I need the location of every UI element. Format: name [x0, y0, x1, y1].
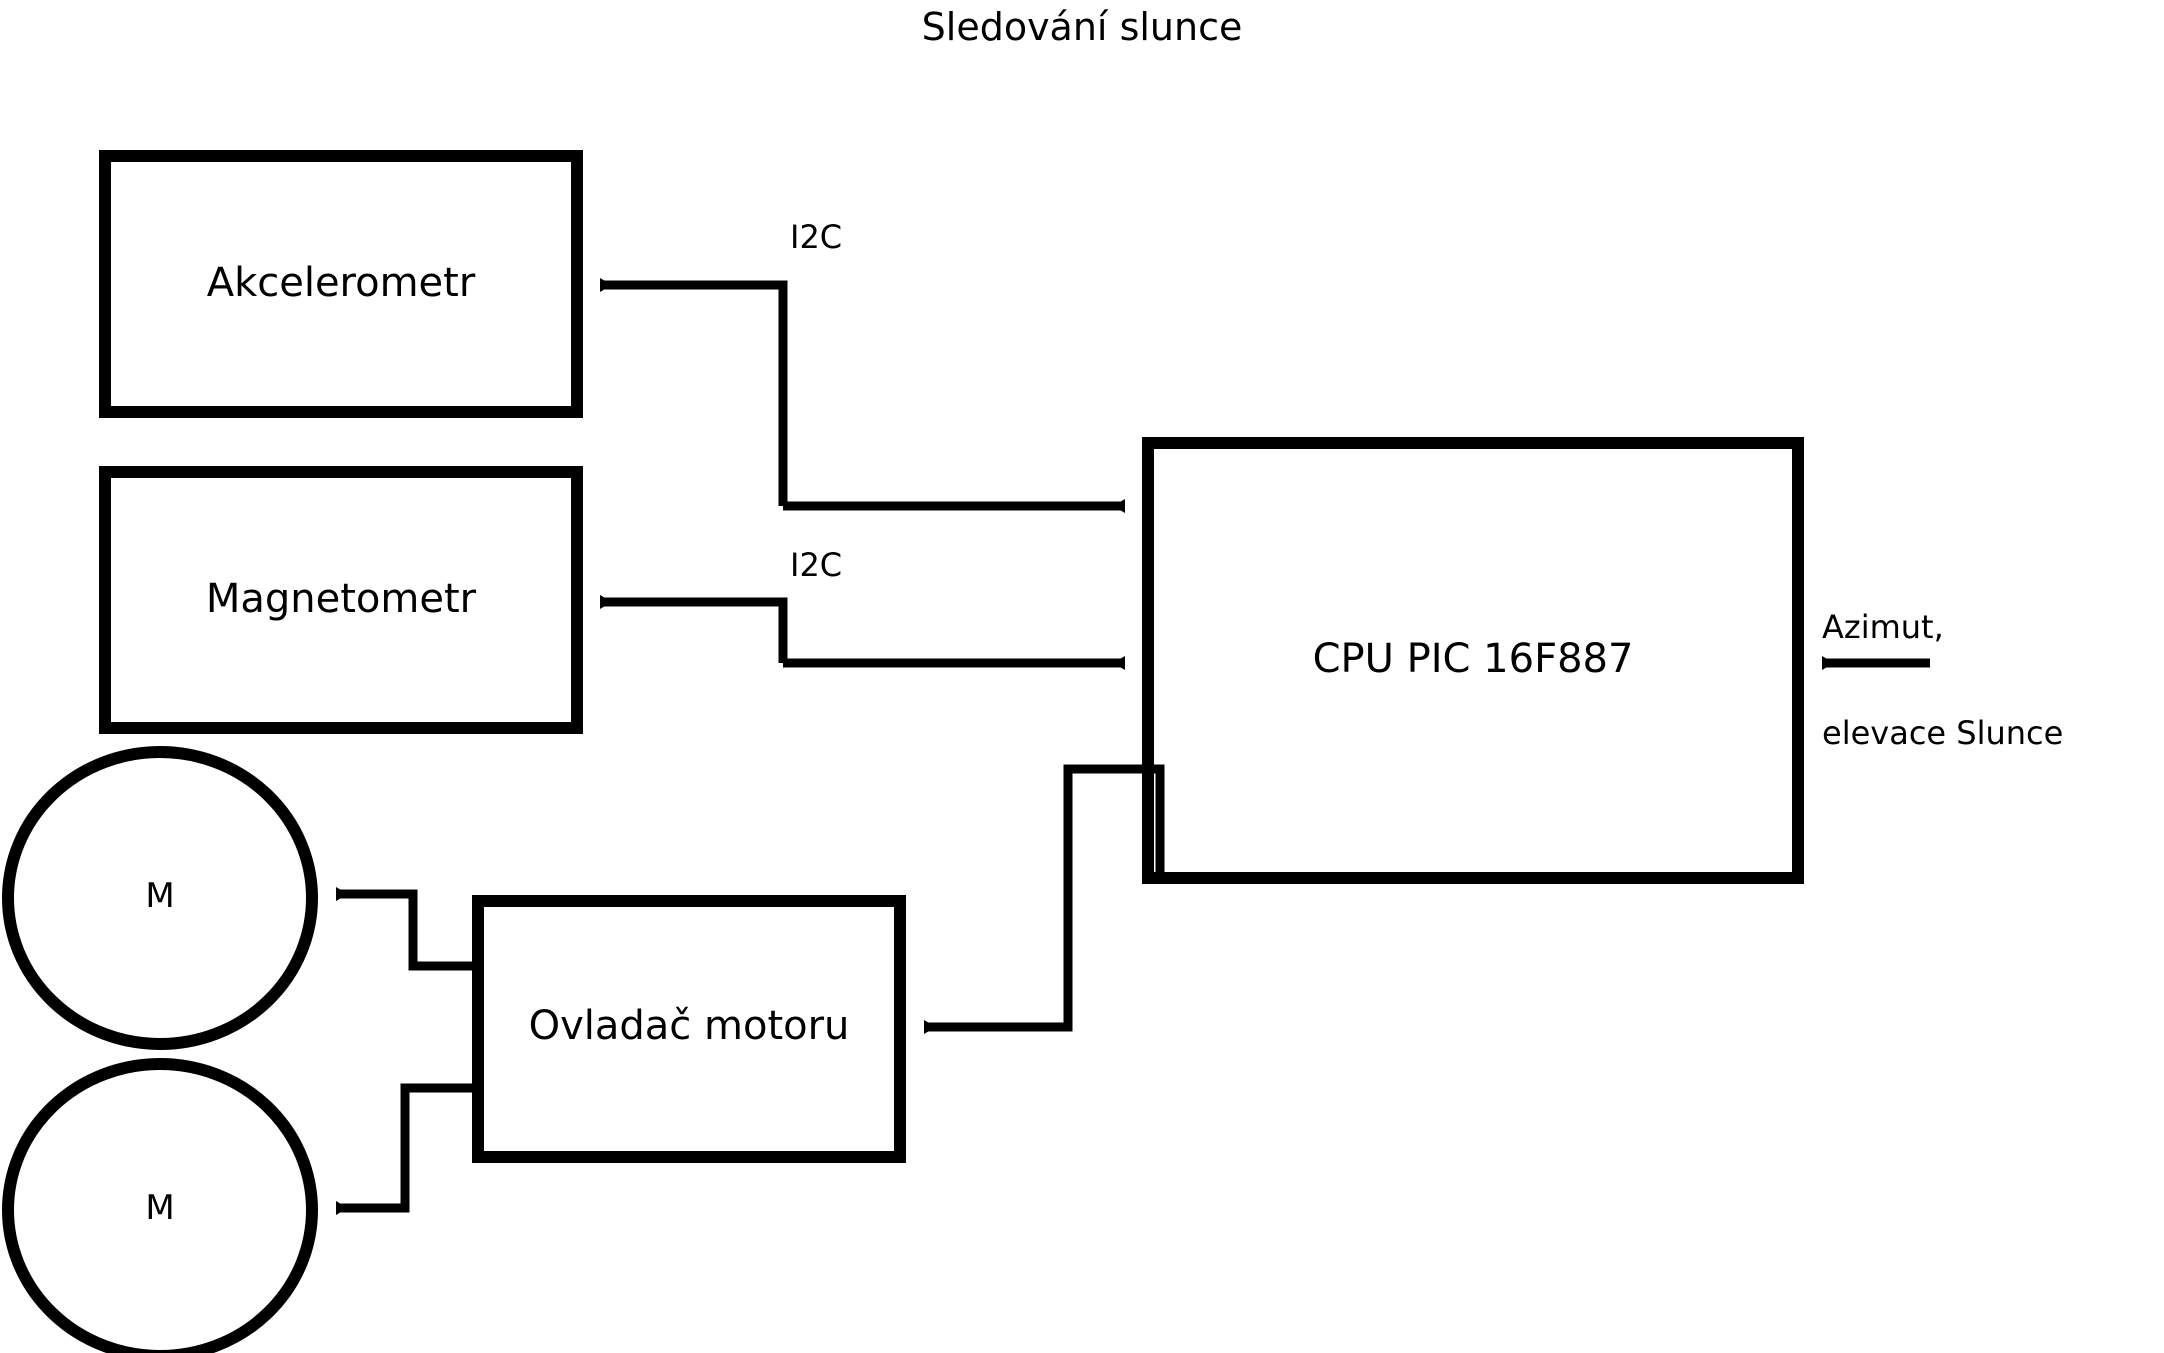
edge-cpu-to-ovladac — [924, 764, 1165, 1034]
node-motor-1-circle — [2, 746, 318, 1050]
edge-cpu-to-akcelerometr — [600, 278, 788, 506]
edge-label-azimut-line-1: Azimut, — [1822, 608, 1944, 647]
edge-label-azimut: Azimut, elevace Slunce — [1822, 540, 2063, 822]
edge-ovladac-to-motor-1 — [336, 887, 478, 971]
node-motor-2-circle — [2, 1058, 318, 1353]
edge-ovladac-to-motor-2 — [336, 1083, 478, 1215]
edge-label-azimut-line-2: elevace Slunce — [1822, 713, 2064, 752]
edge-label-i2c-bottom: I2C — [790, 546, 843, 584]
node-ovladac-motoru-box — [472, 895, 906, 1163]
node-magnetometr-box — [99, 466, 583, 734]
node-akcelerometr-box — [99, 150, 583, 418]
node-cpu-box — [1142, 437, 1804, 884]
edge-label-i2c-top: I2C — [790, 218, 843, 256]
page-title: Sledování slunce — [921, 5, 1243, 49]
edge-cpu-to-magnetometr — [600, 595, 788, 663]
